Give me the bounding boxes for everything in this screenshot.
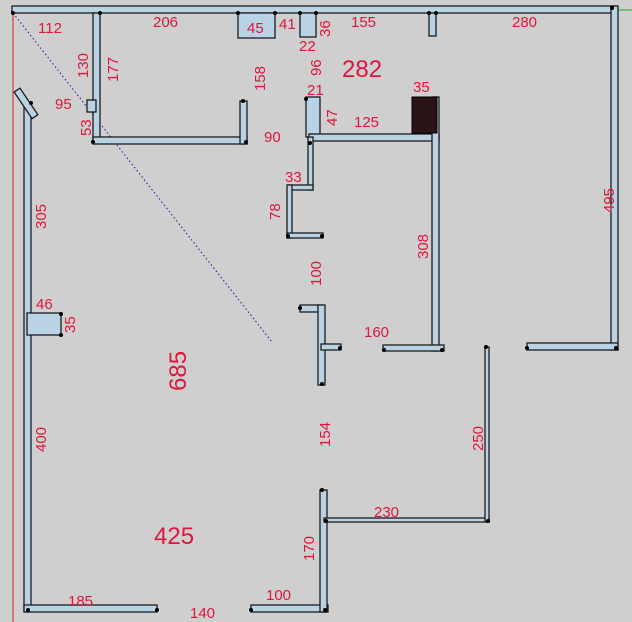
dim-22: 22: [299, 38, 316, 55]
center-wall-foot: [286, 232, 324, 239]
dim-125: 125: [354, 114, 379, 131]
dim-154: 154: [317, 422, 334, 447]
wall-notch-horizontal: [323, 517, 490, 523]
dim-35-window: 35: [62, 316, 79, 333]
dim-155: 155: [351, 14, 376, 31]
dim-96: 96: [308, 59, 325, 76]
center-wall-bottom: [382, 344, 445, 352]
dim-280: 280: [512, 14, 537, 31]
wall-right-bottom: [526, 342, 619, 351]
diagonal-guide-line: [12, 12, 273, 343]
dim-45: 45: [247, 20, 264, 37]
dim-308: 308: [415, 234, 432, 259]
dim-160: 160: [364, 324, 389, 341]
dim-46: 46: [36, 296, 53, 313]
dim-230: 230: [374, 504, 399, 521]
dim-47: 47: [324, 109, 341, 126]
dim-33: 33: [285, 169, 302, 186]
center-wall-right: [431, 96, 440, 352]
wall-bottom-right: [250, 604, 329, 613]
dim-100-bottom: 100: [266, 587, 291, 604]
dim-35-pillar: 35: [413, 79, 430, 96]
wall-left: [23, 102, 32, 612]
dim-282: 282: [342, 56, 382, 83]
dim-36: 36: [317, 20, 334, 37]
dim-78: 78: [267, 203, 284, 220]
dim-21: 21: [307, 82, 324, 99]
top-window-45: [237, 12, 276, 39]
room-stub: [86, 99, 97, 113]
dim-140: 140: [190, 605, 215, 622]
wall-left-diagonal: [13, 87, 39, 120]
wall-top: [11, 5, 617, 14]
dim-100-center: 100: [308, 261, 325, 286]
dim-95: 95: [55, 96, 72, 113]
center-wall-left: [286, 184, 293, 239]
dim-250: 250: [470, 426, 487, 451]
dim-53: 53: [78, 119, 95, 136]
dim-305: 305: [33, 204, 50, 229]
dim-400: 400: [33, 427, 50, 452]
dim-170: 170: [301, 536, 318, 561]
center-wall-upper: [305, 96, 321, 138]
dim-90: 90: [264, 129, 281, 146]
dim-158: 158: [252, 66, 269, 91]
wall-right: [610, 5, 619, 351]
dim-425: 425: [154, 523, 194, 550]
dim-130: 130: [75, 53, 92, 78]
wall-joints: [11, 6, 618, 612]
pillar: [411, 96, 438, 134]
wall-bottom-vertical: [319, 489, 328, 613]
dim-112: 112: [38, 20, 62, 37]
center-wall-horizontal: [308, 133, 440, 142]
top-stub: [428, 12, 437, 37]
center-wall-down: [307, 136, 314, 191]
room-wall-right: [239, 100, 248, 145]
window-left: [26, 312, 62, 336]
lower-stub-arm: [320, 343, 342, 351]
top-door-22: [299, 12, 317, 38]
room-wall-bottom: [92, 136, 248, 145]
dim-41: 41: [279, 16, 296, 33]
dim-495: 495: [601, 188, 618, 213]
dim-685: 685: [165, 351, 192, 391]
dim-185: 185: [68, 593, 93, 610]
dim-177: 177: [105, 57, 122, 82]
dim-206: 206: [153, 14, 178, 31]
